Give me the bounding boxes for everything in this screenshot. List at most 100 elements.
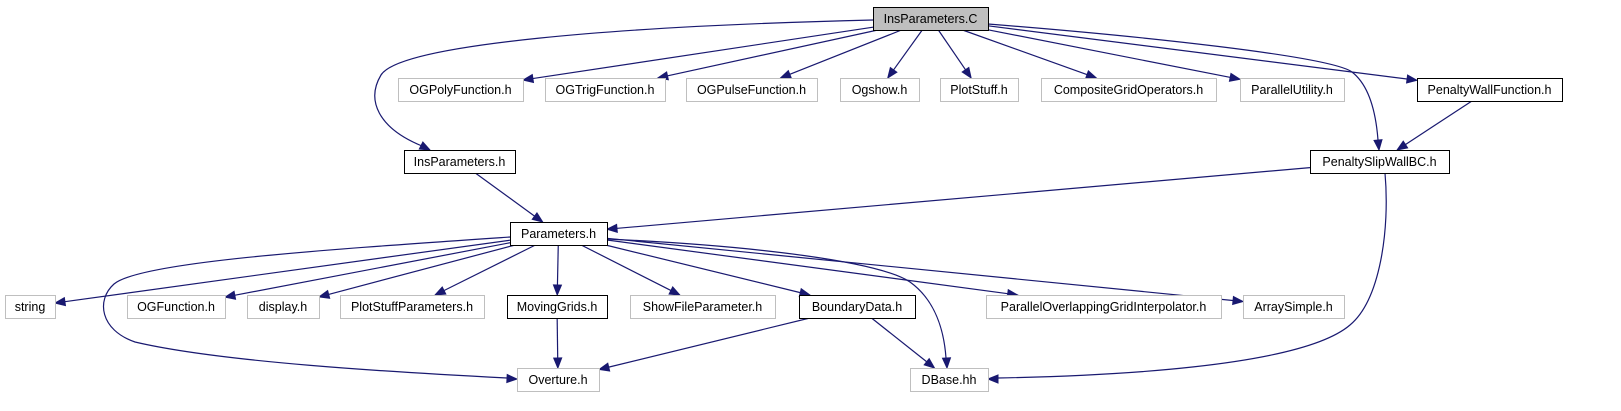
node-ogpulsefunction-h: OGPulseFunction.h: [686, 78, 818, 102]
node-label: ShowFileParameter.h: [643, 300, 763, 314]
node-insparameters-h[interactable]: InsParameters.h: [404, 150, 516, 174]
node-penaltywallfunction-h[interactable]: PenaltyWallFunction.h: [1417, 78, 1563, 102]
node-label: OGPulseFunction.h: [697, 83, 806, 97]
edge-InsParameters.C-to-Ogshow.h: [886, 29, 923, 80]
edge-BoundaryData.h-to-DBase.hh: [871, 317, 936, 369]
node-box: [398, 78, 524, 102]
node-label: string: [15, 300, 46, 314]
node-box: [840, 78, 920, 102]
edges-layer: [53, 19, 1473, 384]
edge-Parameters.h-to-display.h: [317, 244, 516, 299]
edge-arrowhead: [668, 286, 682, 296]
node-parallelutility-h: ParallelUtility.h: [1240, 78, 1345, 102]
node-box: [630, 295, 776, 319]
edge-line: [374, 19, 874, 147]
edge-arrowhead: [1373, 139, 1383, 152]
node-label: display.h: [259, 300, 307, 314]
node-ogtrigfunction-h: OGTrigFunction.h: [545, 78, 666, 102]
edge-Parameters.h-to-Overture.h: [102, 236, 519, 384]
edge-line: [233, 242, 511, 297]
edge-InsParameters.C-to-PenaltySlipWallBC.h: [987, 23, 1383, 152]
edge-line: [580, 244, 673, 292]
node-arraysimple-h: ArraySimple.h: [1243, 295, 1345, 319]
node-label: ParallelUtility.h: [1251, 83, 1333, 97]
edge-Parameters.h-to-PlotStuffParameters.h: [433, 244, 536, 296]
edge-arrowhead: [986, 374, 999, 384]
edge-arrowhead: [521, 73, 535, 84]
edge-line: [327, 244, 516, 296]
edge-line: [63, 239, 511, 303]
node-plotstuff-h: PlotStuff.h: [940, 78, 1019, 102]
edge-line: [531, 26, 874, 80]
edge-line: [102, 236, 511, 379]
edge-arrowhead: [1405, 74, 1419, 84]
node-label: Overture.h: [528, 373, 587, 387]
edge-line: [997, 172, 1387, 379]
edge-line: [871, 317, 928, 363]
edge-arrowhead: [941, 357, 952, 370]
node-box: [127, 295, 226, 319]
node-box: [686, 78, 818, 102]
edge-InsParameters.h-to-Parameters.h: [474, 172, 544, 223]
edge-arrowhead: [961, 66, 972, 80]
node-insparameters-c[interactable]: InsParameters.C: [873, 7, 989, 31]
edge-arrowhead: [506, 373, 519, 384]
edge-arrowhead: [223, 290, 237, 300]
node-box: [247, 295, 320, 319]
edge-arrowhead: [1395, 140, 1409, 151]
node-ogpolyfunction-h: OGPolyFunction.h: [398, 78, 524, 102]
edge-InsParameters.C-to-OGPolyFunction.h: [521, 26, 874, 84]
node-box: [510, 222, 608, 246]
node-label: Parameters.h: [521, 227, 596, 241]
node-ogfunction-h: OGFunction.h: [127, 295, 226, 319]
edge-InsParameters.C-to-InsParameters.h: [374, 19, 874, 151]
edge-arrowhead: [552, 284, 563, 297]
edge-line: [666, 29, 878, 77]
edge-PenaltyWallFunction.h-to-PenaltySlipWallBC.h: [1395, 100, 1473, 151]
edge-arrowhead: [1084, 69, 1098, 79]
edge-Parameters.h-to-MovingGrids.h: [552, 244, 563, 297]
edge-arrowhead: [1232, 295, 1245, 306]
edge-arrowhead: [1228, 72, 1242, 82]
node-box: [1310, 150, 1450, 174]
edge-line: [607, 317, 811, 368]
edge-InsParameters.C-to-OGPulseFunction.h: [779, 29, 902, 79]
node-paralleloverlappinggridinterpolator-h: ParallelOverlappingGridInterpolator.h: [986, 295, 1222, 319]
node-box: [1417, 78, 1563, 102]
node-label: ParallelOverlappingGridInterpolator.h: [1001, 300, 1207, 314]
edge-line: [606, 239, 1009, 295]
edge-arrowhead: [317, 289, 331, 299]
edge-line: [962, 29, 1089, 76]
edge-InsParameters.C-to-PenaltyWallFunction.h: [987, 25, 1419, 84]
node-box: [873, 7, 989, 31]
edge-arrowhead: [433, 286, 447, 296]
node-label: InsParameters.C: [884, 12, 978, 26]
edge-PenaltySlipWallBC.h-to-DBase.hh: [986, 172, 1387, 384]
edge-line: [605, 244, 802, 294]
node-boundarydata-h[interactable]: BoundaryData.h: [799, 295, 916, 319]
node-label: CompositeGridOperators.h: [1054, 83, 1203, 97]
edge-arrowhead: [886, 66, 898, 80]
node-box: [986, 295, 1222, 319]
edge-Parameters.h-to-DBase.hh: [606, 238, 952, 370]
edge-line: [442, 244, 536, 292]
node-box: [5, 295, 56, 319]
node-parameters-h[interactable]: Parameters.h: [510, 222, 608, 246]
node-box: [1243, 295, 1345, 319]
edge-InsParameters.C-to-ParallelUtility.h: [987, 29, 1242, 82]
node-showfileparameter-h: ShowFileParameter.h: [630, 295, 776, 319]
node-box: [545, 78, 666, 102]
edge-arrowhead: [779, 69, 793, 79]
node-penaltyslipwallbc-h[interactable]: PenaltySlipWallBC.h: [1310, 150, 1450, 174]
node-box: [517, 368, 600, 392]
node-label: ArraySimple.h: [1254, 300, 1333, 314]
node-label: BoundaryData.h: [812, 300, 902, 314]
node-movinggrids-h[interactable]: MovingGrids.h: [507, 295, 608, 319]
edge-line: [937, 29, 967, 71]
edge-arrowhead: [552, 357, 563, 370]
edge-line: [1404, 100, 1473, 146]
node-label: PenaltyWallFunction.h: [1428, 83, 1552, 97]
node-box: [940, 78, 1019, 102]
node-label: MovingGrids.h: [517, 300, 598, 314]
